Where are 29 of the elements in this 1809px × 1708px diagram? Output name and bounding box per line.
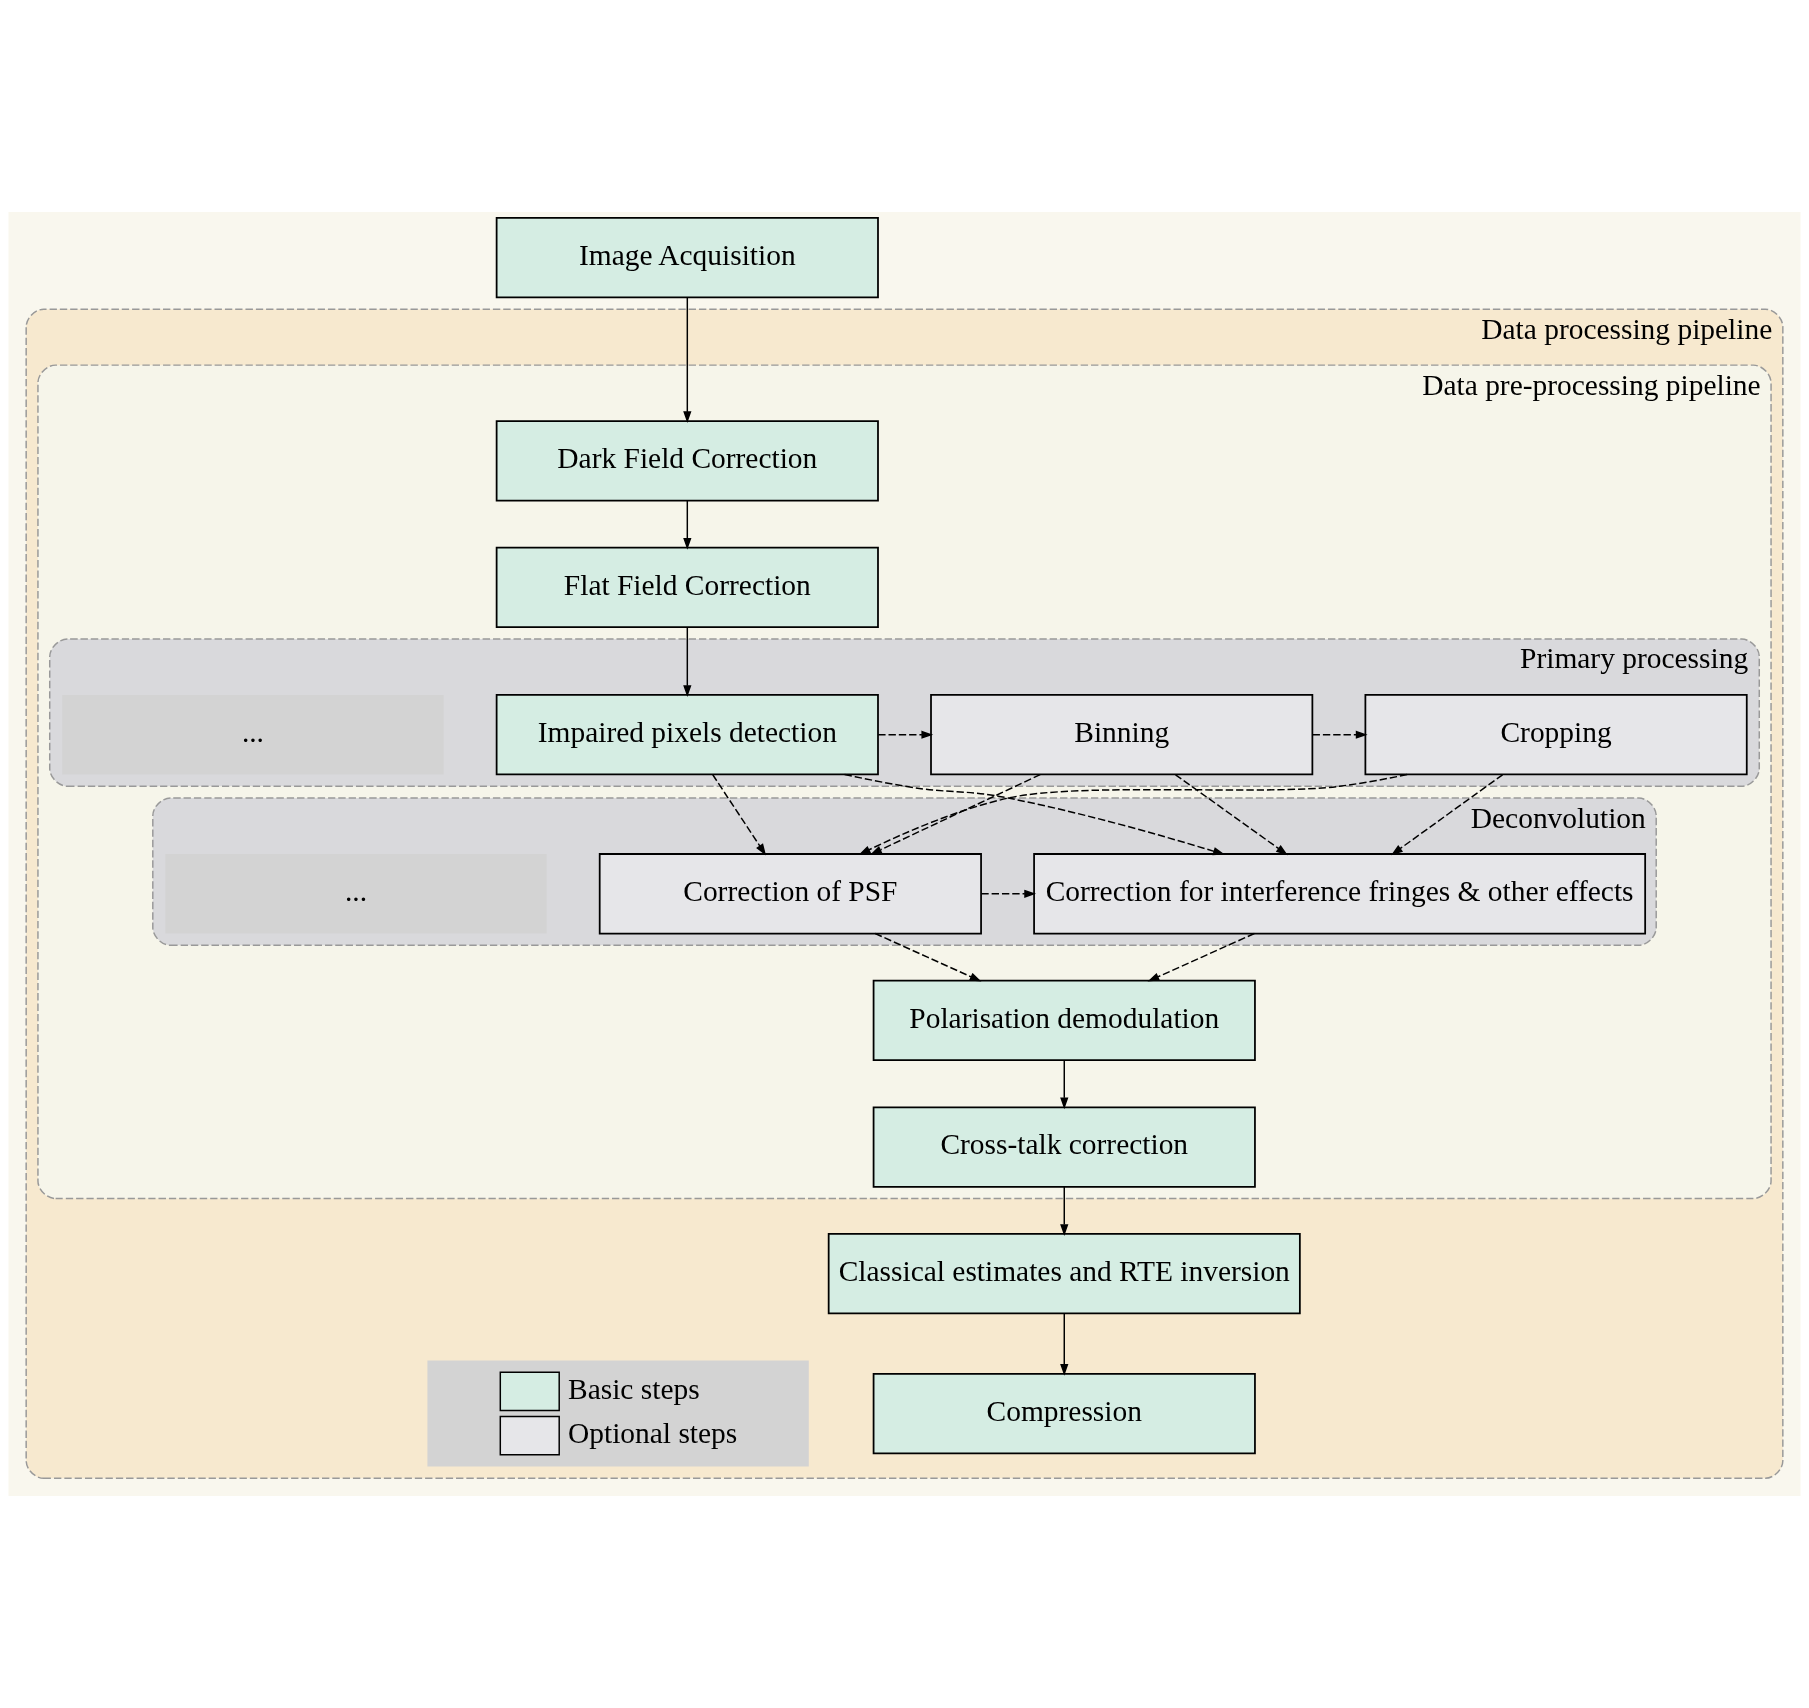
arrow [877, 730, 934, 739]
arrow [1060, 1186, 1069, 1236]
arrow [874, 932, 982, 982]
node-box: Compression [872, 1372, 1256, 1455]
arrow [980, 889, 1037, 898]
label: ... [241, 716, 264, 749]
arrow [1060, 1059, 1069, 1110]
arrow [683, 500, 692, 550]
legend-label: Optional steps [568, 1416, 738, 1449]
node-box: Cropping [1364, 694, 1748, 776]
arrow [1060, 1313, 1069, 1376]
node-box: Image Acquisition [495, 217, 879, 299]
node-box: Binning [930, 694, 1314, 776]
node-box: Dark Field Correction [495, 420, 879, 502]
node-box: Correction of PSF [598, 853, 982, 935]
arrow [1174, 774, 1288, 856]
arrow [712, 774, 767, 856]
node-box: Flat Field Correction [495, 546, 879, 629]
arrow [1311, 730, 1368, 739]
label: ... [344, 875, 368, 908]
node-box: Impaired pixels detection [495, 694, 879, 776]
node-box: Classical estimates and RTE inversion [827, 1233, 1301, 1315]
node-box: Cross-talk correction [872, 1106, 1256, 1188]
legend-label: Basic steps [568, 1372, 700, 1405]
node-box: Polarisation demodulation [872, 979, 1256, 1062]
node-box: Correction for interference fringes & other effects [1033, 853, 1647, 935]
arrow [683, 297, 692, 424]
arrow [870, 773, 1041, 855]
arrow [683, 626, 692, 697]
